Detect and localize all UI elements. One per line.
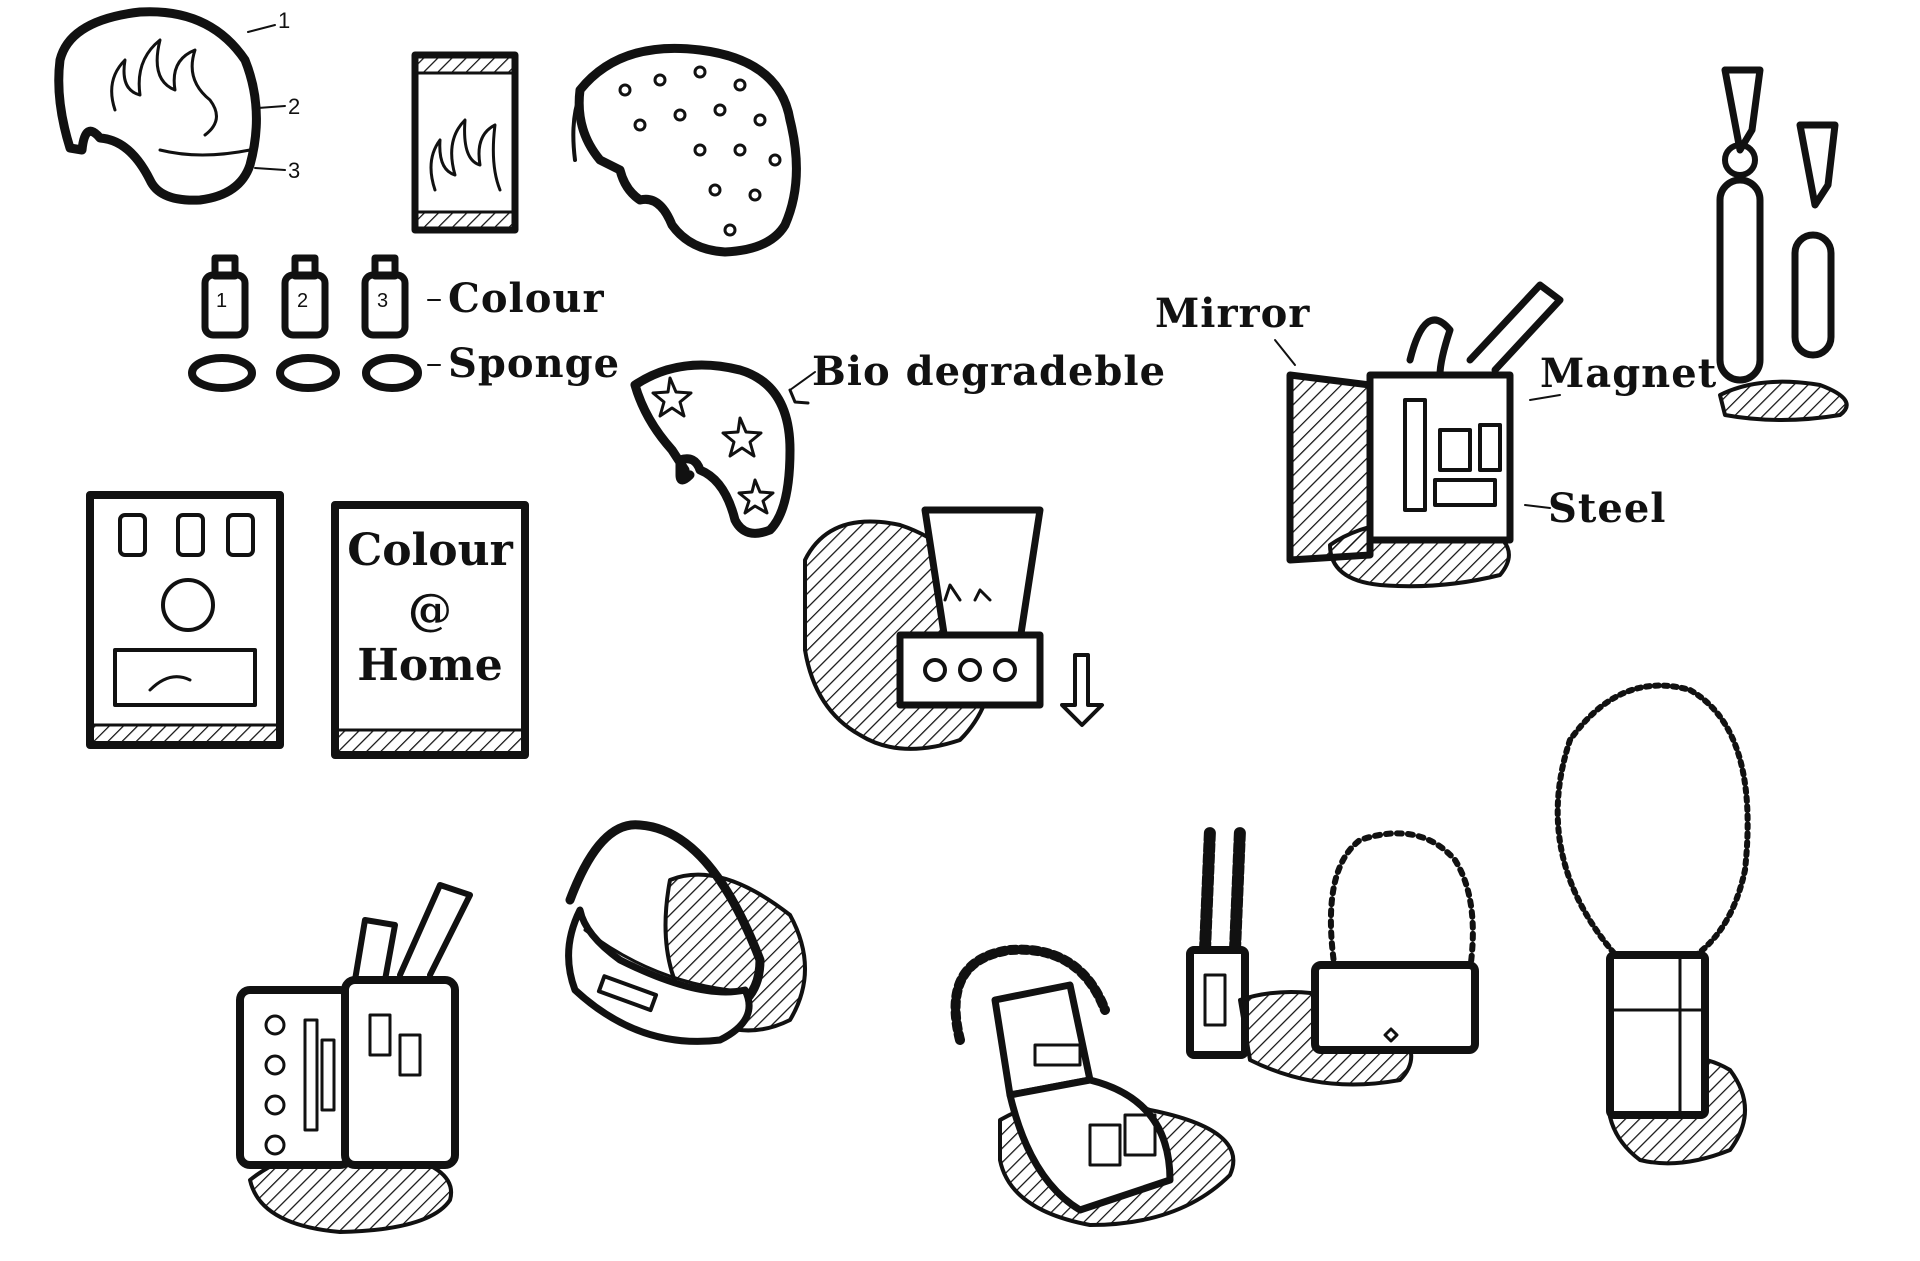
chain-wallet-sketch [956, 950, 1234, 1225]
box-cover-line2: @ [408, 585, 452, 636]
pendant-tubes-sketch [1720, 70, 1847, 420]
steel-label: Steel [1548, 485, 1667, 532]
box-cover-line3: Home [357, 640, 503, 691]
box-cover-line1: Colour [347, 525, 513, 576]
colour-label: Colour [448, 275, 605, 322]
callout-1-label: 1 [278, 8, 291, 33]
book-case-sketch [240, 885, 470, 1232]
magnet-label: Magnet [1540, 350, 1718, 397]
star-wig-sketch [635, 365, 815, 533]
colour-bottles [205, 258, 405, 335]
magnet-case-sketch [1275, 285, 1560, 586]
bottle-3-number: 3 [377, 290, 389, 312]
sponges [192, 300, 440, 388]
kit-box-sketch [90, 495, 280, 745]
bottle-1-number: 1 [216, 290, 228, 312]
mirror-label: Mirror [1155, 290, 1311, 337]
callout-2-label: 2 [288, 94, 301, 119]
belt-bag-sketch [569, 825, 805, 1042]
necklace-box-sketch [1558, 686, 1748, 1164]
dotted-wig-sketch [573, 48, 796, 252]
bio-degradable-label: Bio degradeble [812, 348, 1167, 395]
box-cover-sketch [335, 505, 525, 755]
compact-case-sketch [805, 510, 1102, 749]
callout-3-label: 3 [288, 158, 301, 183]
flame-wig-sketch [59, 12, 285, 200]
flame-card-sketch [415, 55, 515, 230]
sponge-label: Sponge [448, 340, 621, 387]
chain-pendant-sketch [1190, 830, 1245, 1055]
chain-clutch-sketch [1240, 833, 1475, 1084]
bottle-2-number: 2 [297, 290, 309, 312]
